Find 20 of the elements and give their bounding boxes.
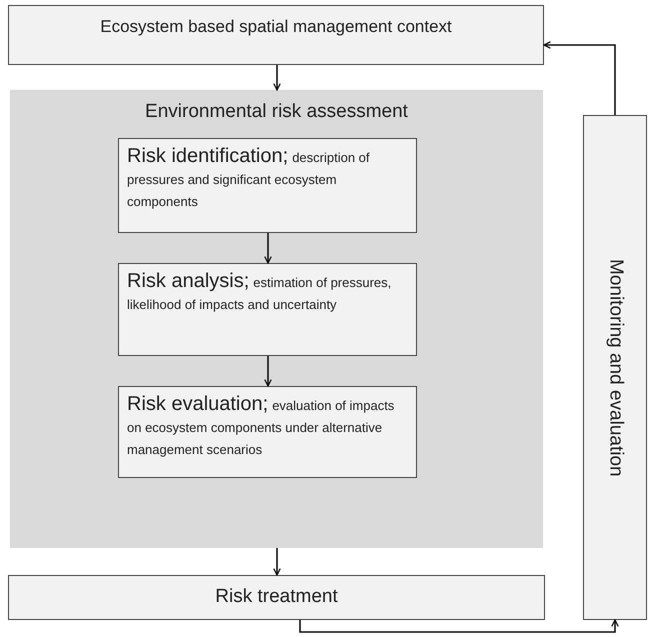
panel-title: Environmental risk assessment [144, 100, 409, 124]
step-description: Risk identification; description of pressures and significant ecosystem components [127, 145, 371, 211]
arrow [264, 233, 272, 264]
arrow [273, 548, 281, 576]
process-box [118, 138, 417, 233]
arrow [264, 356, 272, 387]
box-label: Risk treatment [215, 585, 338, 610]
step-description: Risk analysis; estimation of pressures, likelihood of impacts and uncertainty [127, 270, 392, 314]
assessment-panel [10, 90, 543, 548]
process-box [118, 386, 417, 478]
arrow [543, 41, 616, 115]
process-box [118, 263, 417, 356]
box-label: Ecosystem based spatial management context [100, 16, 452, 38]
arrow [299, 619, 619, 633]
process-box [8, 575, 545, 620]
box-label: Monitoring and evaluation [604, 258, 628, 476]
process-box [8, 5, 544, 65]
arrow [273, 65, 281, 91]
process-box [583, 115, 647, 620]
step-description: Risk evaluation; evaluation of impacts on ecosystem components under alternative management scenarios [127, 393, 396, 459]
